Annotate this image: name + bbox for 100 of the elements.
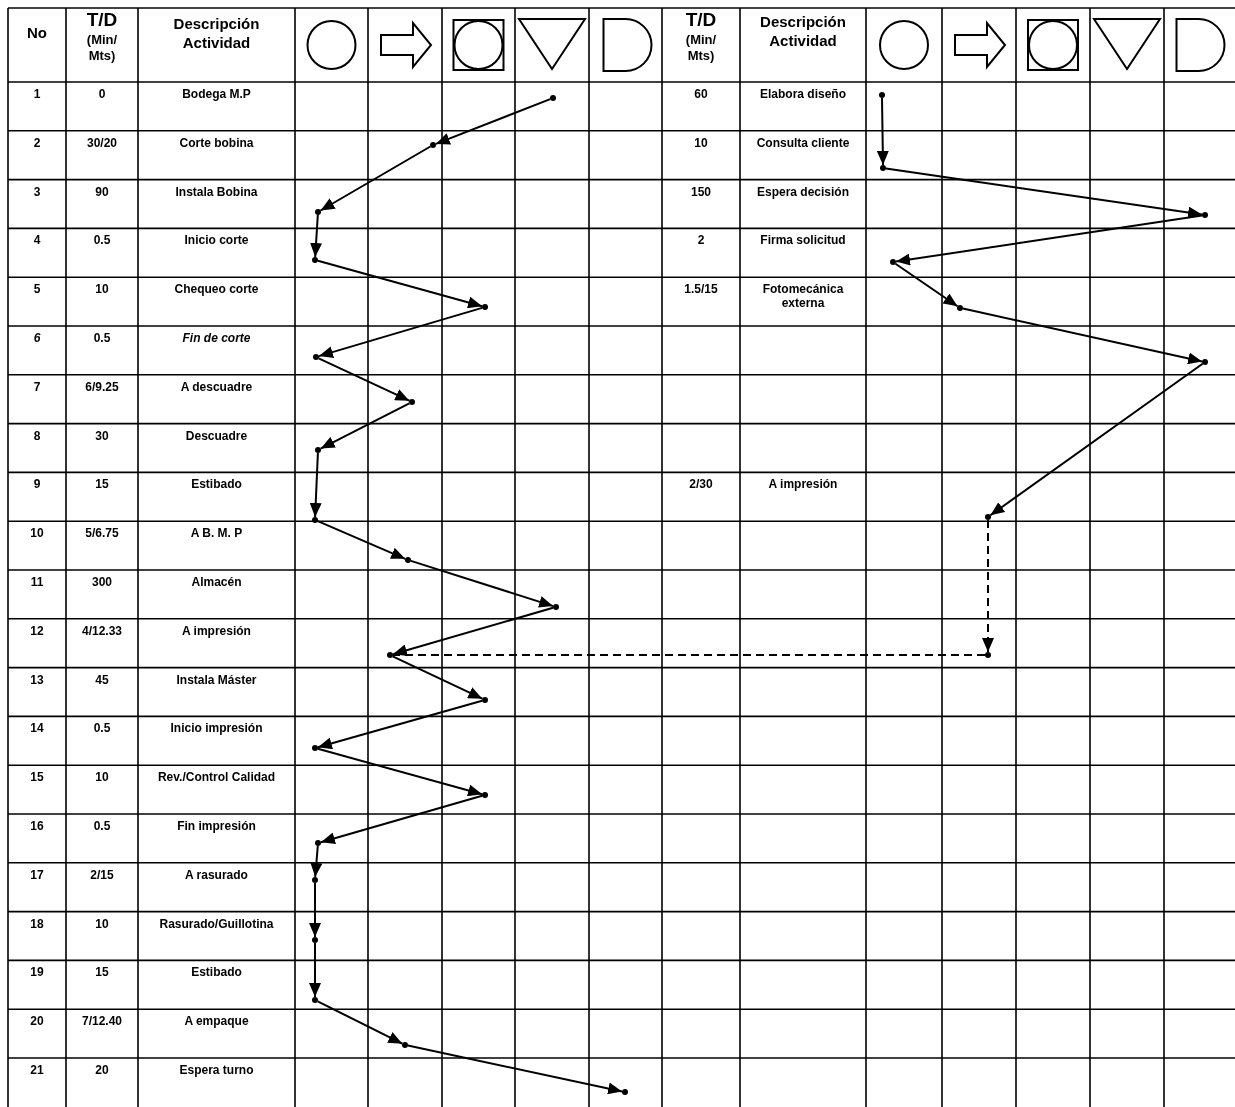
row-number: 21 bbox=[29, 1063, 45, 1077]
activity-description: Firma solicitud bbox=[759, 233, 847, 248]
row-number: 16 bbox=[29, 819, 45, 833]
flow-point bbox=[622, 1089, 628, 1095]
flow-point bbox=[482, 304, 488, 310]
flow-point bbox=[312, 517, 318, 523]
activity-description: Espera decisión bbox=[755, 184, 850, 199]
time-value: 0 bbox=[97, 87, 107, 101]
time-value: 1.5/15 bbox=[683, 282, 719, 297]
activity-description: A impresión bbox=[767, 477, 839, 492]
flow-arrow bbox=[319, 794, 484, 845]
time-value: 45 bbox=[94, 672, 110, 687]
activity-description: A impresión bbox=[181, 623, 252, 638]
flow-arrow bbox=[310, 214, 323, 258]
activity-description: Chequeo corte bbox=[173, 282, 260, 297]
flow-point bbox=[482, 697, 488, 703]
flow-arrow bbox=[391, 655, 484, 700]
activity-description: Espera turno bbox=[178, 1063, 255, 1077]
activity-description: Bodega M.P bbox=[181, 87, 252, 101]
row-number: 12 bbox=[29, 623, 45, 638]
flow-arrow bbox=[309, 882, 321, 938]
flow-point bbox=[409, 399, 415, 405]
activity-description: Inicio corte bbox=[183, 233, 250, 248]
activity-description: Instala Máster bbox=[175, 672, 258, 687]
flow-arrow bbox=[409, 559, 555, 608]
activity-description: A empaque bbox=[183, 1014, 250, 1029]
flow-point bbox=[387, 652, 393, 658]
flow-point bbox=[430, 142, 436, 148]
flow-arrow bbox=[316, 699, 484, 750]
column-header: Descripción Actividad bbox=[172, 14, 261, 52]
flow-arrow bbox=[319, 402, 411, 450]
row-number: 18 bbox=[29, 916, 45, 931]
row-number: 6 bbox=[32, 331, 42, 345]
activity-description: A B. M. P bbox=[189, 526, 244, 541]
row-number: 17 bbox=[29, 867, 45, 882]
flow-arrow bbox=[885, 167, 1203, 219]
column-header: (Min/ Mts) bbox=[684, 32, 718, 64]
time-value: 15 bbox=[94, 477, 110, 492]
row-number: 4 bbox=[32, 233, 42, 248]
flow-point bbox=[1202, 359, 1208, 365]
activity-description: Fotomecánica externa bbox=[761, 282, 845, 311]
flow-point bbox=[482, 792, 488, 798]
flow-arrow bbox=[309, 942, 321, 998]
row-number: 20 bbox=[29, 1014, 45, 1029]
column-header: (Min/ Mts) bbox=[85, 32, 119, 64]
flow-point bbox=[315, 840, 321, 846]
flow-arrow bbox=[894, 262, 959, 308]
flow-point bbox=[890, 259, 896, 265]
flow-arrow bbox=[961, 307, 1204, 365]
time-value: 15 bbox=[94, 965, 110, 980]
activity-description: Instala Bobina bbox=[174, 184, 259, 199]
row-number: 13 bbox=[29, 672, 45, 687]
flow-point bbox=[313, 354, 319, 360]
flow-arrow bbox=[316, 520, 407, 560]
time-value: 30/20 bbox=[86, 135, 118, 150]
time-value: 60 bbox=[693, 87, 709, 101]
flow-arrow bbox=[391, 606, 555, 657]
time-value: 6/9.25 bbox=[84, 379, 120, 394]
time-value: 300 bbox=[91, 575, 113, 589]
flow-arrow bbox=[317, 357, 411, 402]
flow-point bbox=[312, 257, 318, 263]
flow-arrow bbox=[876, 97, 889, 166]
flow-arrow bbox=[317, 306, 484, 358]
row-number: 19 bbox=[29, 965, 45, 980]
time-value: 2/30 bbox=[688, 477, 714, 492]
time-value: 20 bbox=[94, 1063, 110, 1077]
column-header: No bbox=[26, 26, 48, 40]
flow-arrow bbox=[316, 259, 484, 309]
time-value: 0.5 bbox=[92, 721, 112, 736]
time-value: 30 bbox=[94, 428, 110, 443]
activity-description: A descuadre bbox=[179, 379, 254, 394]
activity-description: Elabora diseño bbox=[759, 87, 847, 101]
activity-description: Rev./Control Calidad bbox=[156, 770, 277, 785]
row-number: 8 bbox=[32, 428, 42, 443]
flow-point bbox=[312, 997, 318, 1003]
flow-arrow bbox=[310, 845, 323, 878]
row-number: 5 bbox=[32, 282, 42, 297]
dashed-arrow bbox=[982, 519, 994, 653]
flow-point bbox=[315, 209, 321, 215]
activity-description: Almacén bbox=[190, 575, 243, 589]
time-value: 10 bbox=[94, 916, 110, 931]
column-header: T/D bbox=[85, 10, 119, 30]
activity-description: A rasurado bbox=[184, 867, 249, 882]
flow-point bbox=[550, 95, 556, 101]
flow-point bbox=[315, 447, 321, 453]
row-number: 7 bbox=[32, 379, 42, 394]
column-header: Descripción Actividad bbox=[759, 12, 847, 50]
flow-arrow bbox=[316, 747, 484, 797]
time-value: 2 bbox=[696, 233, 706, 248]
time-value: 0.5 bbox=[92, 331, 112, 345]
flow-point bbox=[405, 557, 411, 563]
row-number: 11 bbox=[29, 575, 45, 589]
flow-point bbox=[985, 514, 991, 520]
flow-arrow bbox=[406, 1044, 624, 1095]
time-value: 90 bbox=[94, 184, 110, 199]
flow-point bbox=[312, 745, 318, 751]
flow-point bbox=[957, 305, 963, 311]
time-value: 2/15 bbox=[89, 867, 115, 882]
activity-description: Rasurado/Guillotina bbox=[158, 916, 275, 931]
time-value: 10 bbox=[94, 770, 110, 785]
